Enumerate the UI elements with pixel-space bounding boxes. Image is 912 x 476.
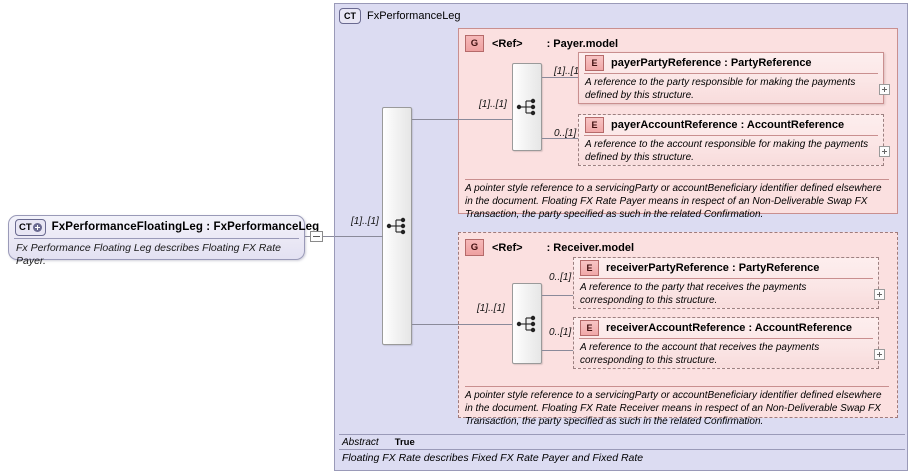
- receiver-account-reference-title: receiverAccountReference : AccountRefere…: [606, 322, 852, 334]
- payer-party-reference-header: E payerPartyReference : PartyReference: [579, 53, 883, 73]
- element-icon: E: [585, 117, 604, 133]
- payer-party-reference-element[interactable]: E payerPartyReference : PartyReference A…: [578, 52, 884, 104]
- element-icon: E: [580, 260, 599, 276]
- element-divider: [584, 73, 878, 74]
- container-abstract-row: Abstract True: [339, 434, 905, 449]
- receiver-party-reference-documentation: A reference to the party that receives t…: [580, 282, 807, 306]
- element-divider: [584, 135, 878, 136]
- plus-circle-icon[interactable]: [32, 222, 42, 232]
- receiver-party-reference-header: E receiverPartyReference : PartyReferenc…: [574, 258, 878, 278]
- receiver-group-documentation: A pointer style reference to a servicing…: [465, 386, 889, 428]
- abstract-label: Abstract: [342, 436, 379, 448]
- payer-party-reference-cardinality: [1]..[1]: [554, 66, 582, 77]
- payer-account-reference-header: E payerAccountReference : AccountReferen…: [579, 115, 883, 135]
- receiver-account-reference-header: E receiverAccountReference : AccountRefe…: [574, 318, 878, 338]
- collapse-toggle-button[interactable]: [310, 231, 323, 242]
- connector-line-to-payer-party-ref: [542, 77, 578, 78]
- receiver-party-reference-expander-icon[interactable]: [874, 289, 885, 300]
- element-icon: E: [585, 55, 604, 71]
- payer-group-header: G <Ref> : Payer.model: [465, 35, 618, 52]
- root-element-header: CT FxPerformanceFloatingLeg : FxPerforma…: [9, 216, 319, 238]
- receiver-account-reference-cardinality: 0..[1]: [549, 327, 572, 338]
- connector-line-root-left: [305, 236, 311, 237]
- payer-account-reference-documentation: A reference to the account responsible f…: [585, 139, 869, 163]
- receiver-sequence-label: [1]..[1]: [477, 303, 505, 314]
- group-icon: G: [465, 35, 484, 52]
- connector-line-to-payer-account-ref: [542, 138, 578, 139]
- complex-type-icon: CT: [339, 8, 361, 24]
- receiver-party-reference-title: receiverPartyReference : PartyReference: [606, 262, 820, 274]
- receiver-account-reference-element[interactable]: E receiverAccountReference : AccountRefe…: [573, 317, 879, 369]
- abstract-value: True: [394, 436, 415, 448]
- payer-group-ref-label: <Ref>: [492, 37, 523, 50]
- container-title: FxPerformanceLeg: [367, 10, 461, 22]
- payer-account-reference-element[interactable]: E payerAccountReference : AccountReferen…: [578, 114, 884, 166]
- payer-party-reference-expander-icon[interactable]: [879, 84, 890, 95]
- connector-line-into-receiver-sequence: [458, 324, 512, 325]
- connector-line-into-payer-sequence: [458, 119, 512, 120]
- connector-line-to-payer-group: [412, 119, 458, 120]
- connector-line-to-receiver-party-ref: [542, 295, 573, 296]
- root-sequence-connector[interactable]: [382, 107, 412, 345]
- root-sequence-cardinality: [1]..[1]: [351, 216, 379, 227]
- sequence-icon: [516, 315, 536, 332]
- receiver-group-header: G <Ref> : Receiver.model: [465, 239, 634, 256]
- container-header: CT FxPerformanceLeg: [339, 8, 461, 24]
- container-footer: Abstract True Floating FX Rate describes…: [339, 434, 905, 466]
- payer-account-reference-title: payerAccountReference : AccountReference: [611, 119, 845, 131]
- root-element-box[interactable]: CT FxPerformanceFloatingLeg : FxPerforma…: [8, 215, 319, 267]
- root-element-title: FxPerformanceFloatingLeg : FxPerformance…: [51, 221, 320, 233]
- connector-line-into-root-sequence: [335, 236, 383, 237]
- receiver-sequence-connector[interactable]: [512, 283, 542, 364]
- payer-party-reference-title: payerPartyReference : PartyReference: [611, 57, 812, 69]
- receiver-account-reference-documentation: A reference to the account that receives…: [580, 342, 820, 366]
- root-element-documentation: Fx Performance Floating Leg describes Fl…: [16, 242, 281, 268]
- payer-sequence-connector[interactable]: [512, 63, 542, 151]
- payer-party-reference-documentation: A reference to the party responsible for…: [585, 77, 856, 101]
- right-edge-strip: [908, 0, 912, 476]
- container-documentation: Floating FX Rate describes Fixed FX Rate…: [339, 449, 905, 466]
- element-divider: [579, 278, 873, 279]
- complex-type-plus-icon[interactable]: CT: [15, 218, 46, 236]
- badge-ct-label: CT: [19, 221, 32, 233]
- sequence-icon: [516, 98, 536, 116]
- payer-group-documentation: A pointer style reference to a servicing…: [465, 179, 889, 221]
- root-divider: [14, 238, 299, 239]
- element-divider: [579, 338, 873, 339]
- connector-line-to-receiver-account-ref: [542, 350, 573, 351]
- payer-sequence-label: [1]..[1]: [479, 99, 507, 110]
- receiver-group-ref-label: <Ref>: [492, 241, 523, 254]
- connector-line-root-right: [323, 236, 335, 237]
- sequence-icon: [386, 217, 406, 235]
- receiver-group-name: : Receiver.model: [546, 241, 635, 254]
- group-icon: G: [465, 239, 484, 256]
- receiver-party-reference-cardinality: 0..[1]: [549, 272, 572, 283]
- element-icon: E: [580, 320, 599, 336]
- receiver-account-reference-expander-icon[interactable]: [874, 349, 885, 360]
- receiver-party-reference-element[interactable]: E receiverPartyReference : PartyReferenc…: [573, 257, 879, 309]
- connector-line-to-receiver-group: [412, 324, 458, 325]
- payer-group-name: : Payer.model: [546, 37, 619, 50]
- payer-account-reference-cardinality: 0..[1]: [554, 128, 577, 139]
- payer-account-reference-expander-icon[interactable]: [879, 146, 890, 157]
